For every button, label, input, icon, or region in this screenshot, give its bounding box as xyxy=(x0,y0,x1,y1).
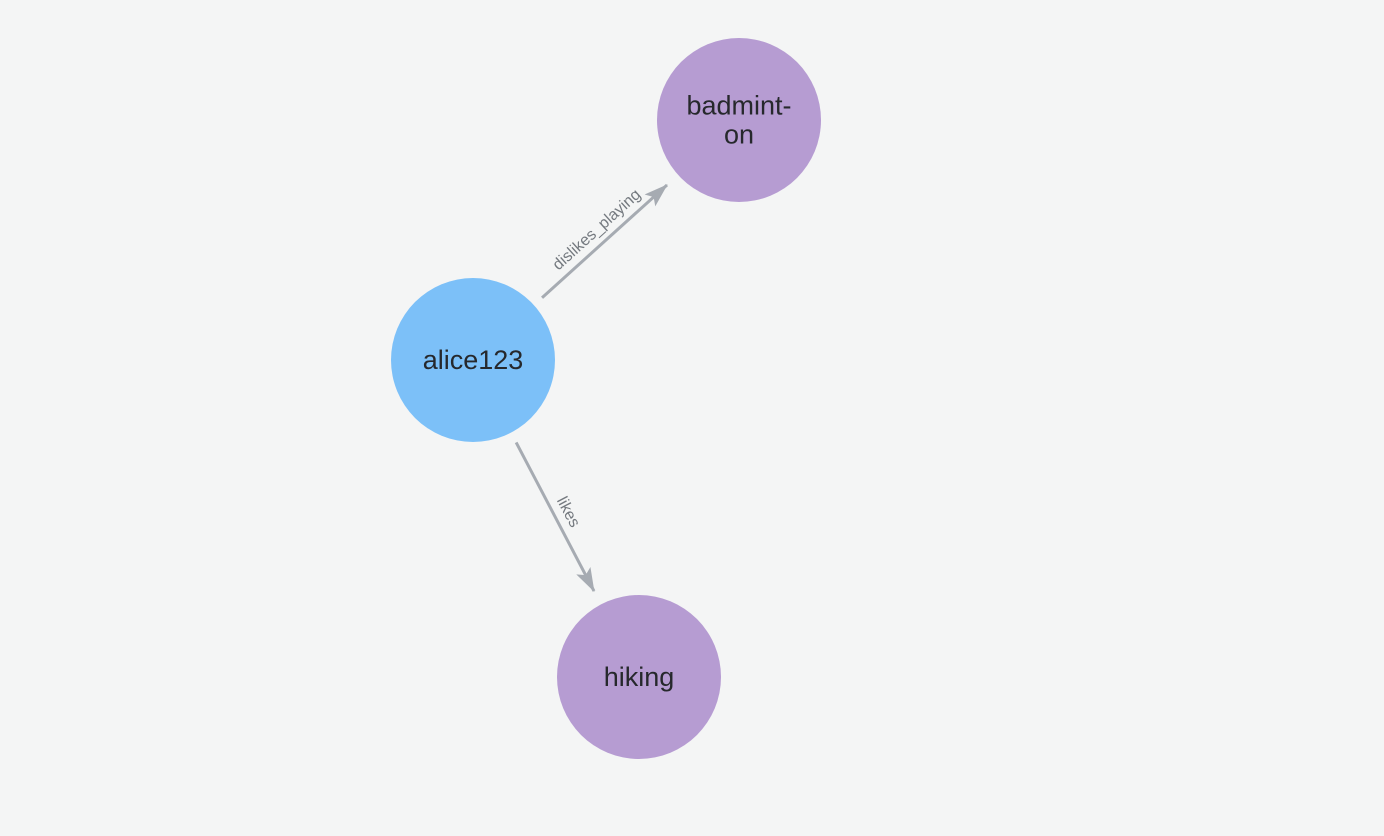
edge-label: dislikes_playing xyxy=(550,186,645,274)
graph-node-hiking[interactable]: hiking xyxy=(557,595,721,759)
edge-line[interactable] xyxy=(514,441,596,592)
edge-line[interactable] xyxy=(541,183,668,299)
graph-node-alice123[interactable]: alice123 xyxy=(391,278,555,442)
edge-label: likes xyxy=(553,494,583,530)
graph-edge-alice123-hiking[interactable]: likes xyxy=(514,441,596,592)
graph-node-badminton[interactable]: badmint-on xyxy=(657,38,821,202)
node-circle[interactable] xyxy=(657,38,821,202)
node-circle[interactable] xyxy=(391,278,555,442)
graph-edge-alice123-badminton[interactable]: dislikes_playing xyxy=(541,183,668,299)
node-circle[interactable] xyxy=(557,595,721,759)
